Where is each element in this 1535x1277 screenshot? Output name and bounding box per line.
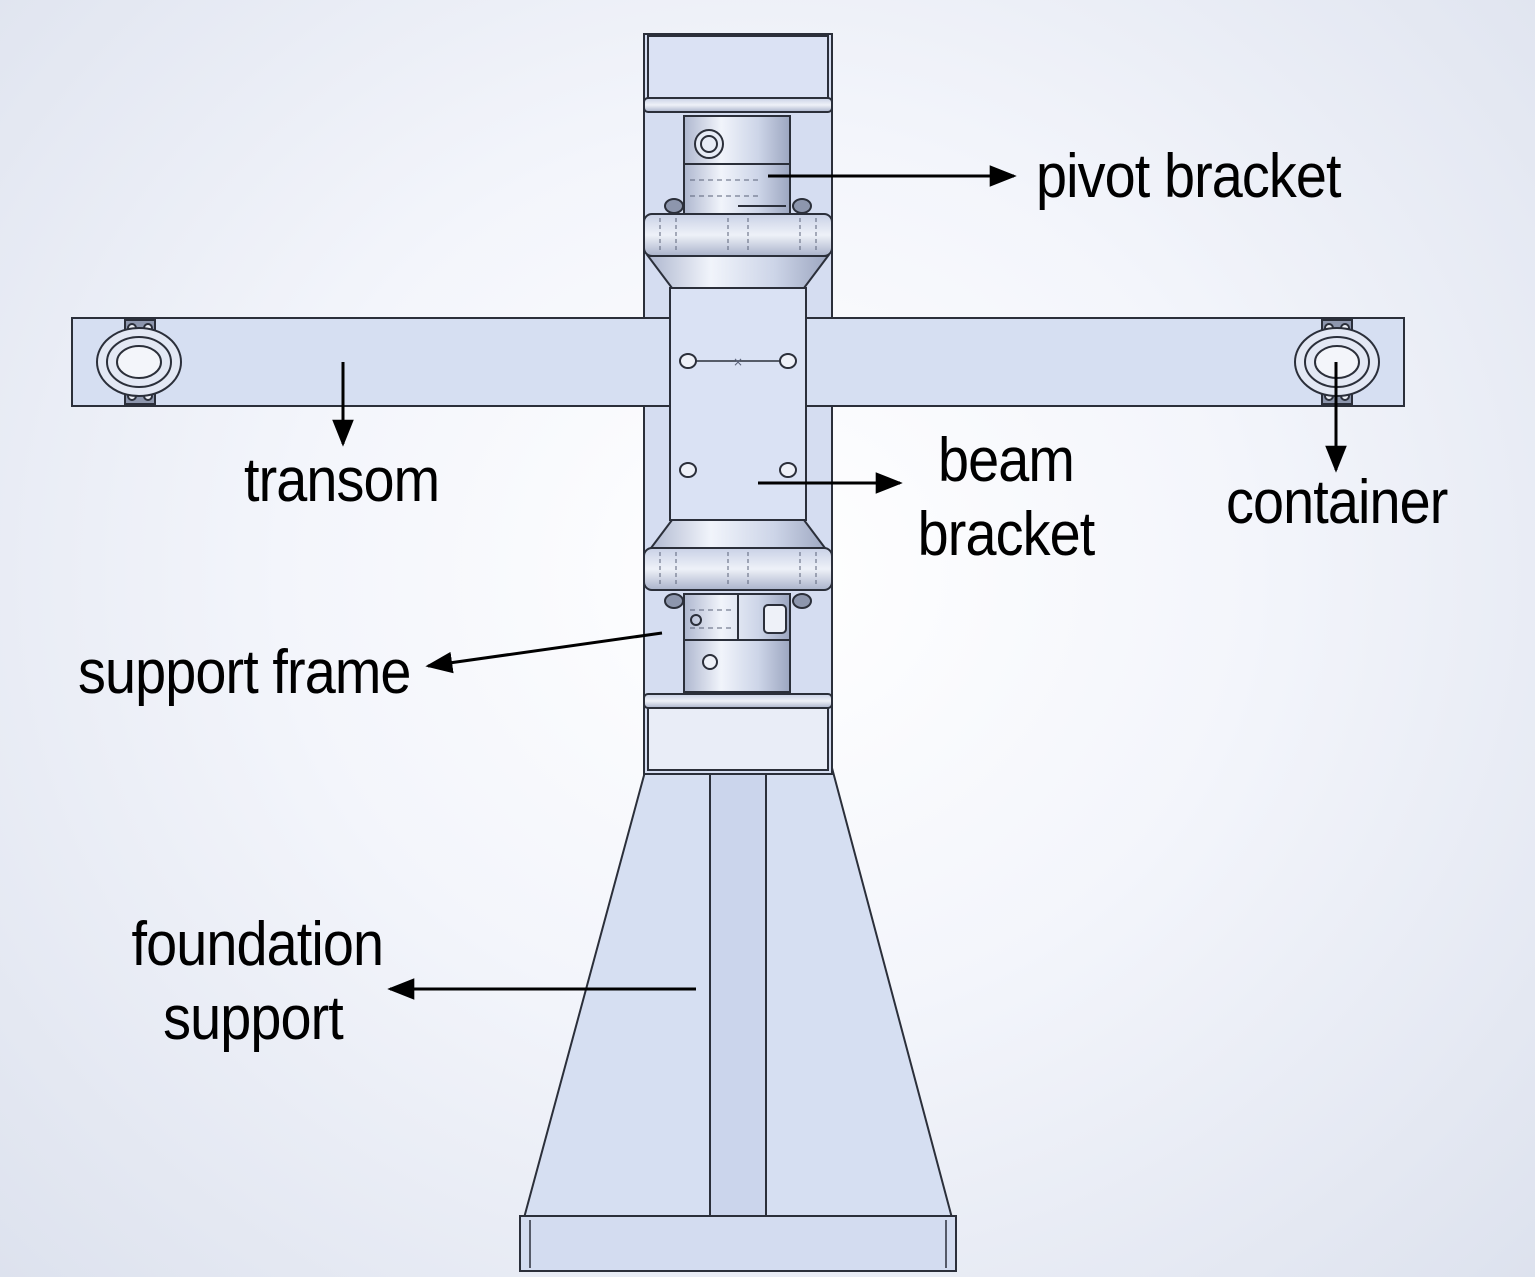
lower-bearing	[664, 593, 812, 693]
label-transom: transom	[244, 446, 440, 515]
label-pivot-bracket: pivot bracket	[1036, 142, 1342, 211]
leader-arrows	[332, 165, 1347, 1000]
beam-bracket: ×	[669, 287, 807, 521]
label-beam-bracket-line2: bracket	[917, 500, 1096, 569]
arrow-support-frame	[425, 631, 663, 674]
label-container: container	[1226, 468, 1448, 537]
container-left	[96, 319, 182, 405]
lower-flange	[643, 519, 833, 591]
label-foundation-support-line1: foundation	[131, 910, 385, 979]
pivot-bracket	[643, 115, 833, 289]
label-support-frame: support frame	[78, 638, 411, 707]
svg-text:×: ×	[733, 355, 743, 369]
label-beam-bracket-line1: beam	[938, 426, 1075, 495]
foundation-support	[519, 767, 957, 1272]
label-foundation-support-line2: support	[163, 984, 344, 1053]
cap-plates	[643, 97, 833, 709]
